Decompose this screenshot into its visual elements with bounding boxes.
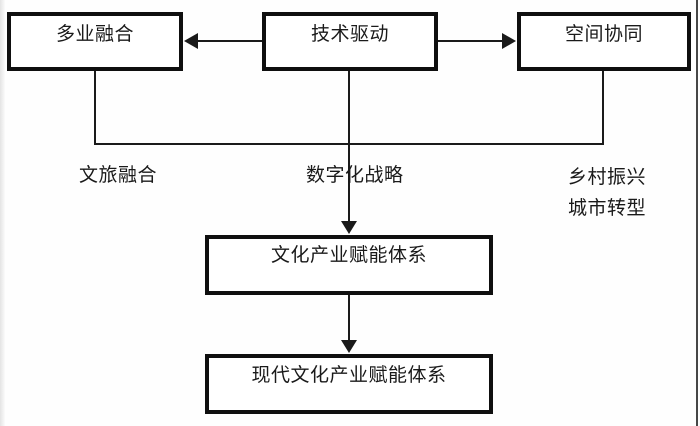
arrow-line-tech-to-multi [198, 40, 262, 42]
box-spatial-coordination: 空间协同 [517, 12, 691, 71]
right-edge-line [696, 0, 698, 426]
box-spatial-coordination-label: 空间协同 [564, 24, 643, 45]
label-rural-urban-block: 乡村振兴 城市转型 [568, 162, 646, 224]
box-multi-industry-integration: 多业融合 [7, 12, 183, 71]
arrowhead-right-icon [502, 33, 516, 49]
arrow-line-tech-to-system [348, 71, 350, 222]
box-cultural-industry-empowerment-system-label: 文化产业赋能体系 [270, 245, 427, 266]
label-culture-tourism-integration: 文旅融合 [79, 165, 158, 186]
box-multi-industry-integration-label: 多业融合 [55, 24, 134, 45]
arrowhead-left-icon [184, 33, 198, 49]
drop-line-multi-industry [94, 71, 96, 145]
box-technology-driven: 技术驱动 [262, 12, 438, 71]
box-modern-cultural-industry-empowerment-system-label: 现代文化产业赋能体系 [251, 365, 447, 386]
box-modern-cultural-industry-empowerment-system: 现代文化产业赋能体系 [205, 354, 493, 414]
arrow-line-system-to-modern [348, 295, 350, 341]
label-rural-revitalization: 乡村振兴 [568, 167, 647, 188]
label-urban-transformation: 城市转型 [568, 198, 647, 219]
box-technology-driven-label: 技术驱动 [310, 24, 389, 45]
label-digitalization-strategy: 数字化战略 [306, 165, 404, 186]
left-edge-shade [0, 0, 5, 426]
arrowhead-down-to-system-icon [341, 221, 357, 234]
box-cultural-industry-empowerment-system: 文化产业赋能体系 [205, 235, 493, 295]
drop-line-spatial [602, 71, 604, 145]
arrowhead-down-to-modern-icon [341, 340, 357, 353]
arrow-line-tech-to-spatial [438, 40, 502, 42]
